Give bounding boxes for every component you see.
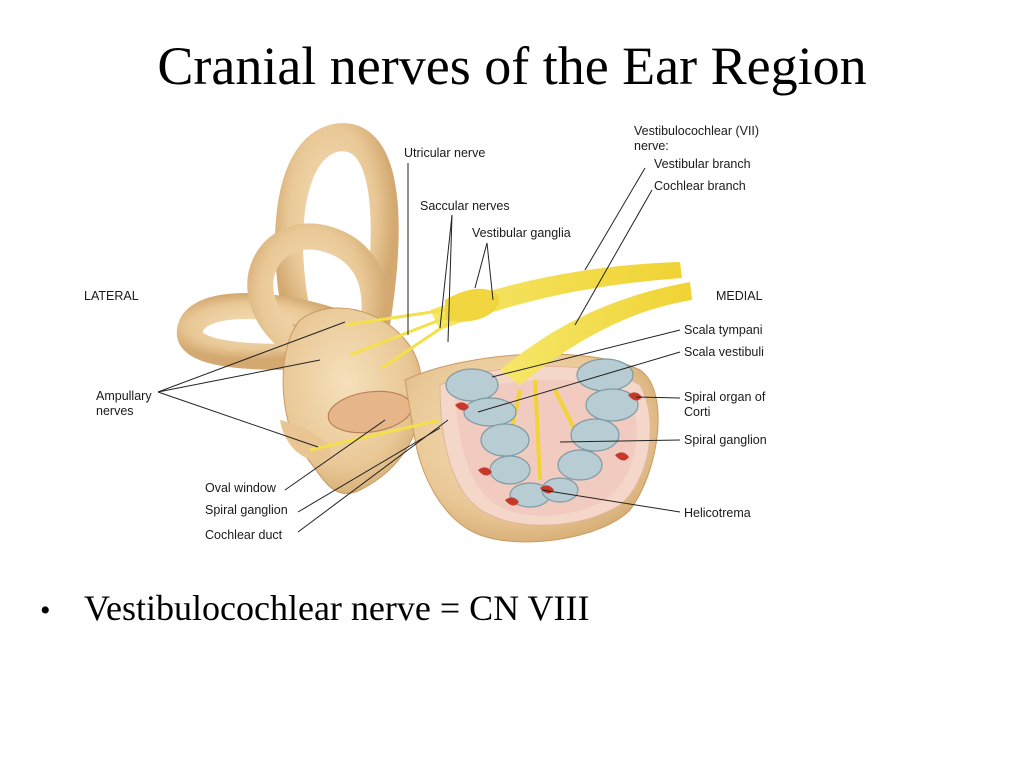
label-vestibular-branch: Vestibular branch [654, 157, 751, 171]
label-medial: MEDIAL [716, 289, 763, 303]
label-spiral-ganglion-right: Spiral ganglion [684, 433, 767, 447]
label-oval-window: Oval window [205, 481, 276, 495]
label-vestibular-ganglia: Vestibular ganglia [472, 226, 571, 240]
cochlear-branch-bundle [500, 282, 692, 385]
scala-turn [489, 455, 531, 485]
label-spiral-ganglion-left: Spiral ganglion [205, 503, 288, 517]
scala-turn [557, 449, 603, 481]
bullet-list: • Vestibulocochlear nerve = CN VIII [40, 585, 589, 634]
spiral-organ-mark [478, 467, 492, 476]
spiral-organ-mark [505, 497, 519, 506]
spiral-organ-mark [628, 392, 642, 401]
label-cochlear-duct: Cochlear duct [205, 528, 283, 542]
scala-turn [576, 358, 634, 392]
leader-lines [157, 163, 681, 533]
label-scala-tympani: Scala tympani [684, 323, 763, 337]
bullet-item: • Vestibulocochlear nerve = CN VIII [40, 585, 589, 634]
scala-turn [585, 388, 639, 422]
spiral-organs [455, 392, 642, 506]
scala-turn [570, 418, 620, 452]
label-cochlear-branch: Cochlear branch [654, 179, 746, 193]
nerve-fibers-to-canals [309, 308, 451, 452]
scala-turn [445, 368, 499, 402]
label-vestibulocochlear-nerve: Vestibulocochlear (VII) nerve: [634, 124, 760, 153]
label-spiral-organ-of-corti: Spiral organ of Corti [684, 390, 766, 419]
label-lateral: LATERAL [84, 289, 139, 303]
vestibular-branch-bundle [430, 262, 682, 330]
spiral-organ-mark [455, 402, 469, 411]
label-ampullary-nerves: Ampullary nerves [96, 389, 152, 418]
ampulla-bulge [280, 420, 331, 461]
label-helicotrema: Helicotrema [684, 506, 751, 520]
scala-turn [480, 423, 530, 457]
bullet-text: Vestibulocochlear nerve = CN VIII [84, 588, 590, 628]
spiral-organ-mark [615, 452, 629, 461]
label-utricular-nerve: Utricular nerve [404, 146, 486, 160]
scala-turn [463, 397, 517, 427]
vestibulocochlear-nerve-bundle [309, 262, 692, 481]
label-scala-vestibuli: Scala vestibuli [684, 345, 764, 359]
bullet-mark: • [40, 594, 51, 627]
slide-title: Cranial nerves of the Ear Region [157, 36, 867, 96]
label-saccular-nerves: Saccular nerves [420, 199, 510, 213]
vestibular-ganglia-swelling [445, 288, 500, 322]
